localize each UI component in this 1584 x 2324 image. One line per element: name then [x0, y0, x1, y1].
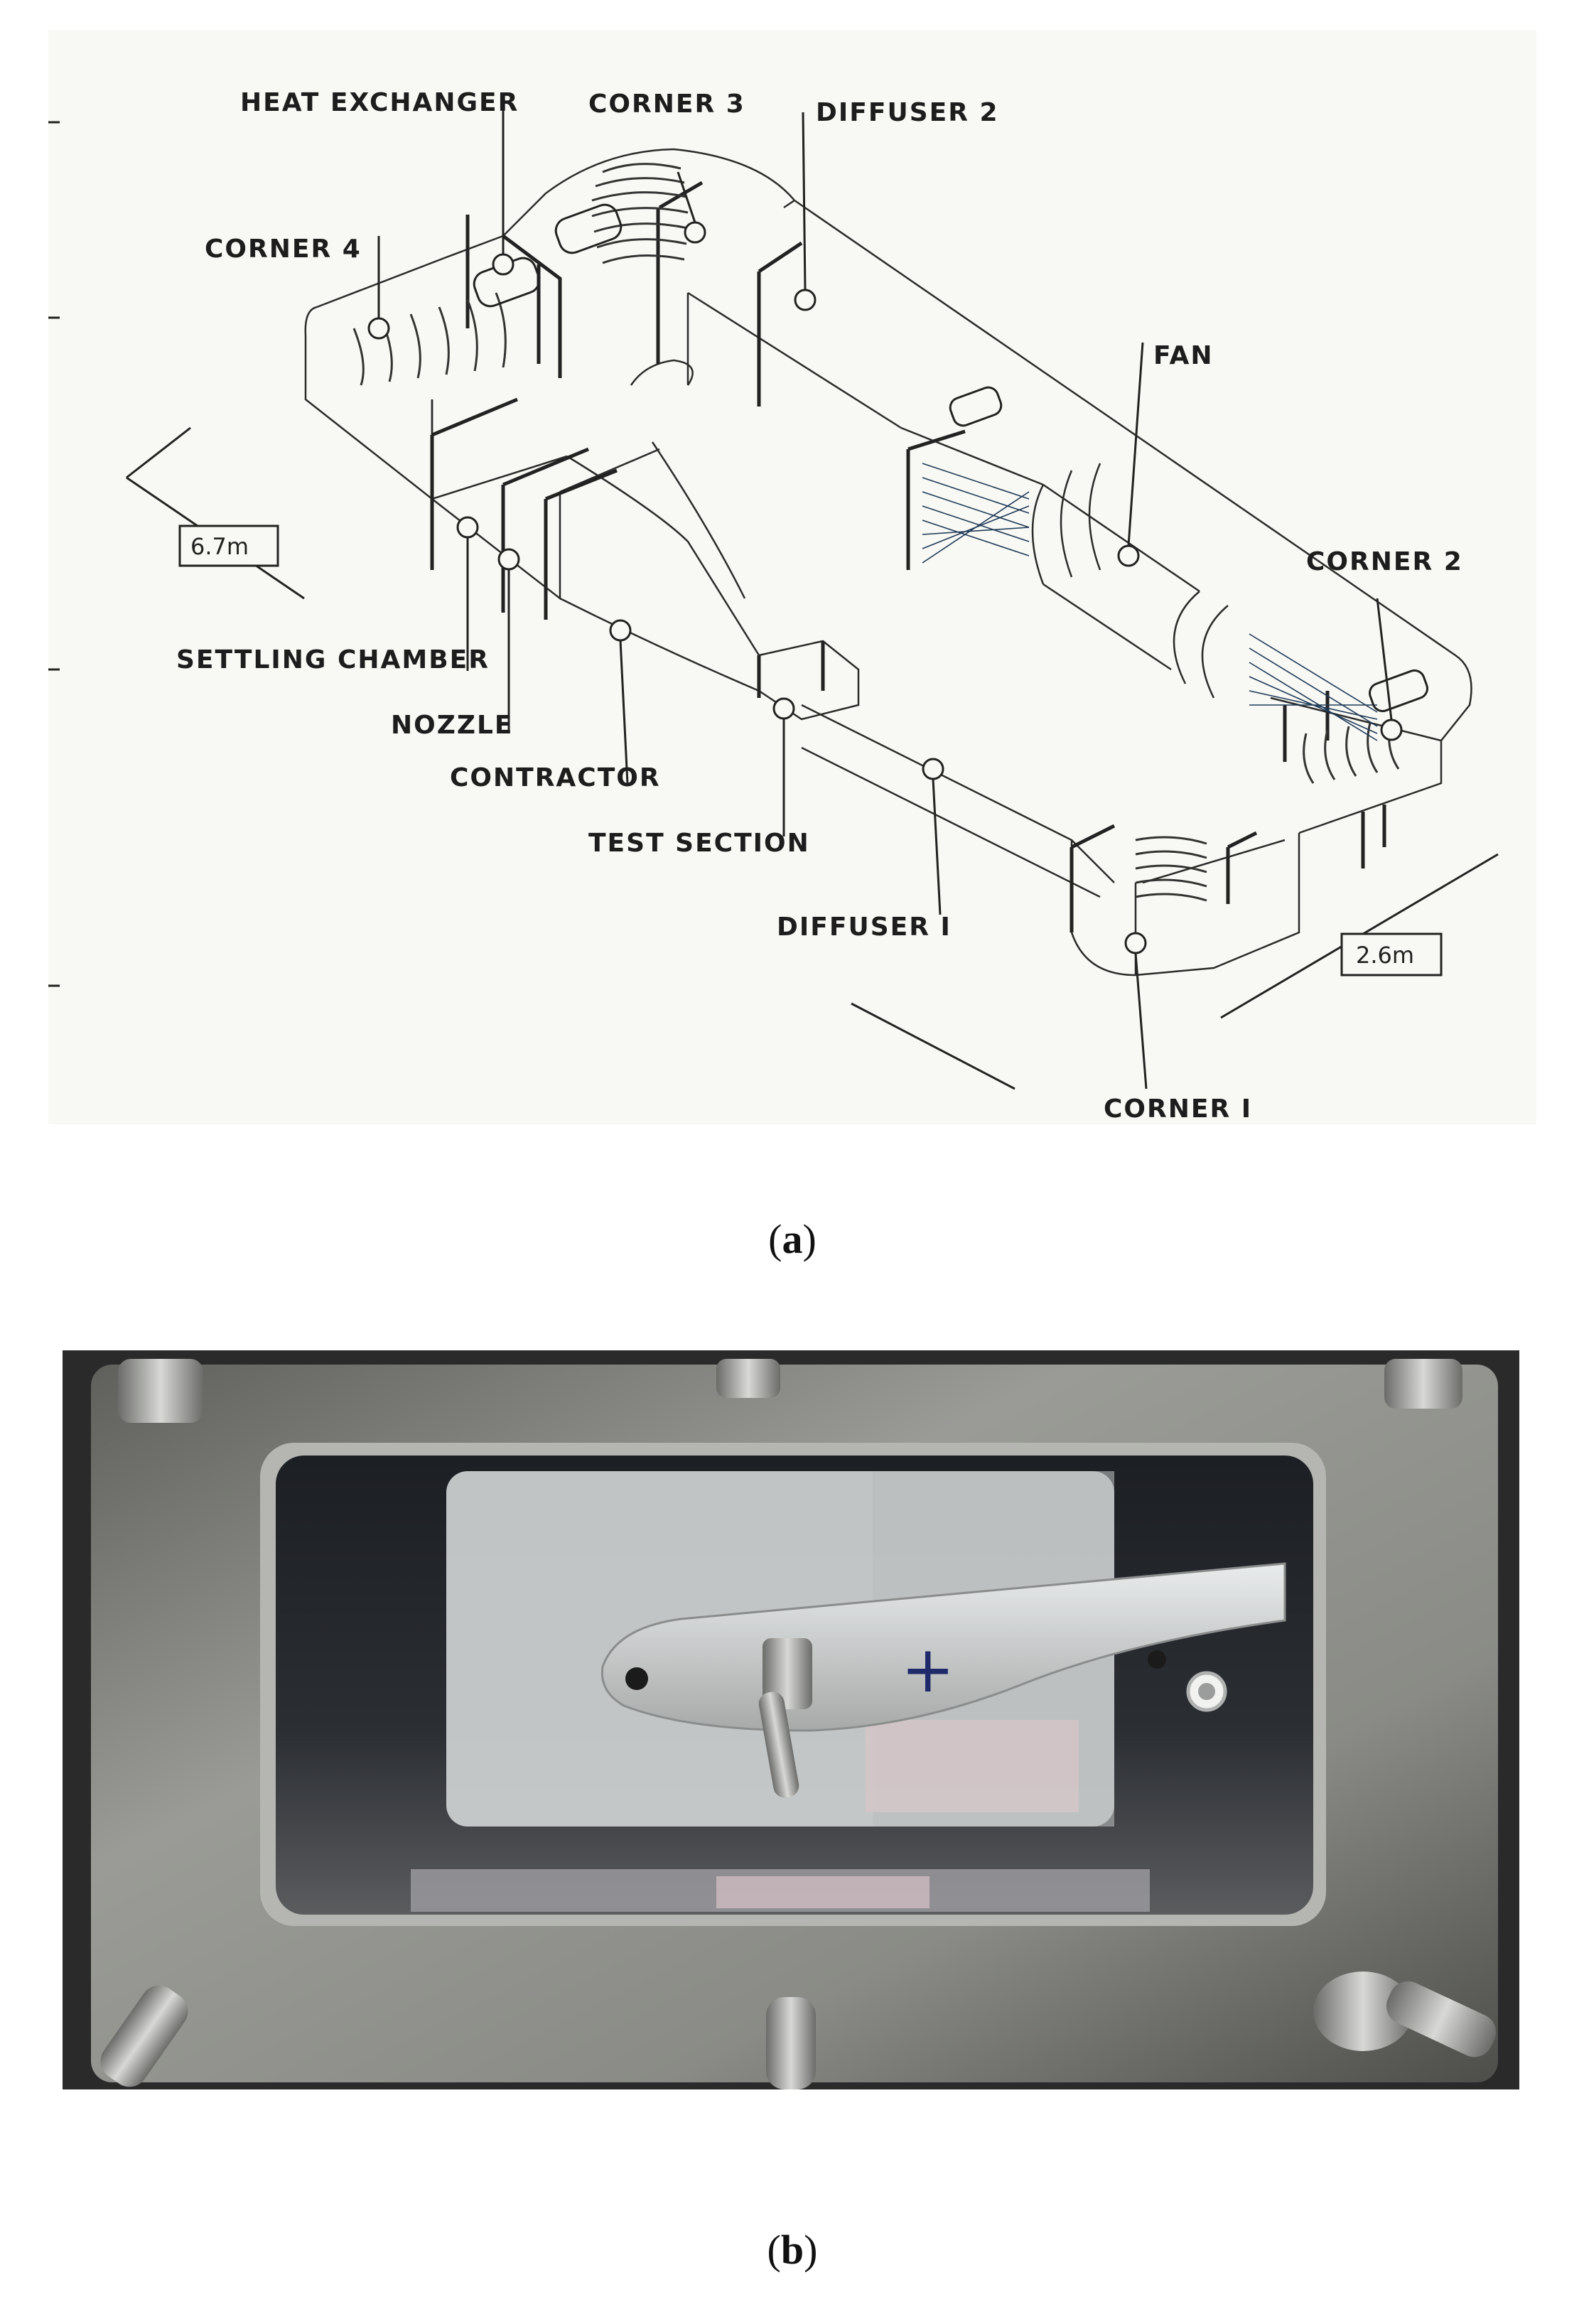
label-fan: FAN	[1153, 341, 1213, 370]
callout-fan	[1117, 544, 1140, 567]
schematic-background	[48, 30, 1536, 1124]
dimension-6-7m: 6.7m	[126, 426, 305, 600]
tunnel-body	[304, 148, 1472, 977]
label-test-section: TEST SECTION	[588, 829, 810, 858]
airfoil-model: +	[600, 1562, 1286, 1798]
callout-corner4	[367, 317, 390, 340]
callout-diffuser1	[922, 758, 944, 780]
model-hole-right	[1148, 1650, 1166, 1669]
caption-a: (a)	[768, 1216, 817, 1262]
callout-test-section	[772, 697, 795, 720]
heat-exchanger-coils	[473, 203, 1428, 713]
wind-tunnel-schematic: HEAT EXCHANGER CORNER 3 DIFFUSER 2 CORNE…	[47, 30, 1536, 1124]
label-corner2: CORNER 2	[1306, 547, 1463, 576]
callout-nozzle	[497, 548, 520, 571]
label-corner4: CORNER 4	[205, 235, 362, 264]
label-heat-exchanger: HEAT EXCHANGER	[240, 88, 519, 117]
flanges	[430, 181, 1386, 932]
turning-vanes	[352, 163, 1400, 902]
callout-diffuser2	[794, 289, 817, 311]
model-hole-left	[625, 1667, 648, 1690]
fan-blades	[922, 463, 1378, 741]
callout-heat-exchanger	[492, 253, 514, 276]
dimension-2-6m: 2.6m	[851, 853, 1499, 1090]
callout-contractor	[609, 619, 632, 642]
leader-lines	[377, 94, 1393, 1090]
label-diffuser1: DIFFUSER I	[777, 913, 952, 942]
label-corner3: CORNER 3	[588, 90, 745, 119]
label-settling-chamber: SETTLING CHAMBER	[176, 645, 490, 674]
label-contractor: CONTRACTOR	[450, 763, 661, 792]
callout-corner1	[1124, 932, 1147, 954]
model-marking: +	[901, 1632, 954, 1707]
callout-settling-chamber	[456, 516, 479, 539]
dimension-label-depth: 2.6m	[1356, 942, 1414, 969]
test-section-photo: +	[63, 1350, 1519, 2089]
callout-markers	[367, 221, 1403, 954]
label-diffuser2: DIFFUSER 2	[816, 98, 999, 127]
callout-corner3	[684, 221, 706, 244]
caption-b: (b)	[767, 2227, 818, 2273]
corner-bolts	[100, 1359, 1497, 2089]
callout-corner2	[1380, 719, 1403, 741]
dimension-label-width: 6.7m	[190, 533, 249, 560]
label-nozzle: NOZZLE	[391, 711, 513, 740]
mounting-nut	[763, 1638, 812, 1709]
mounting-shaft	[758, 1691, 799, 1798]
label-corner1: CORNER I	[1104, 1094, 1252, 1124]
